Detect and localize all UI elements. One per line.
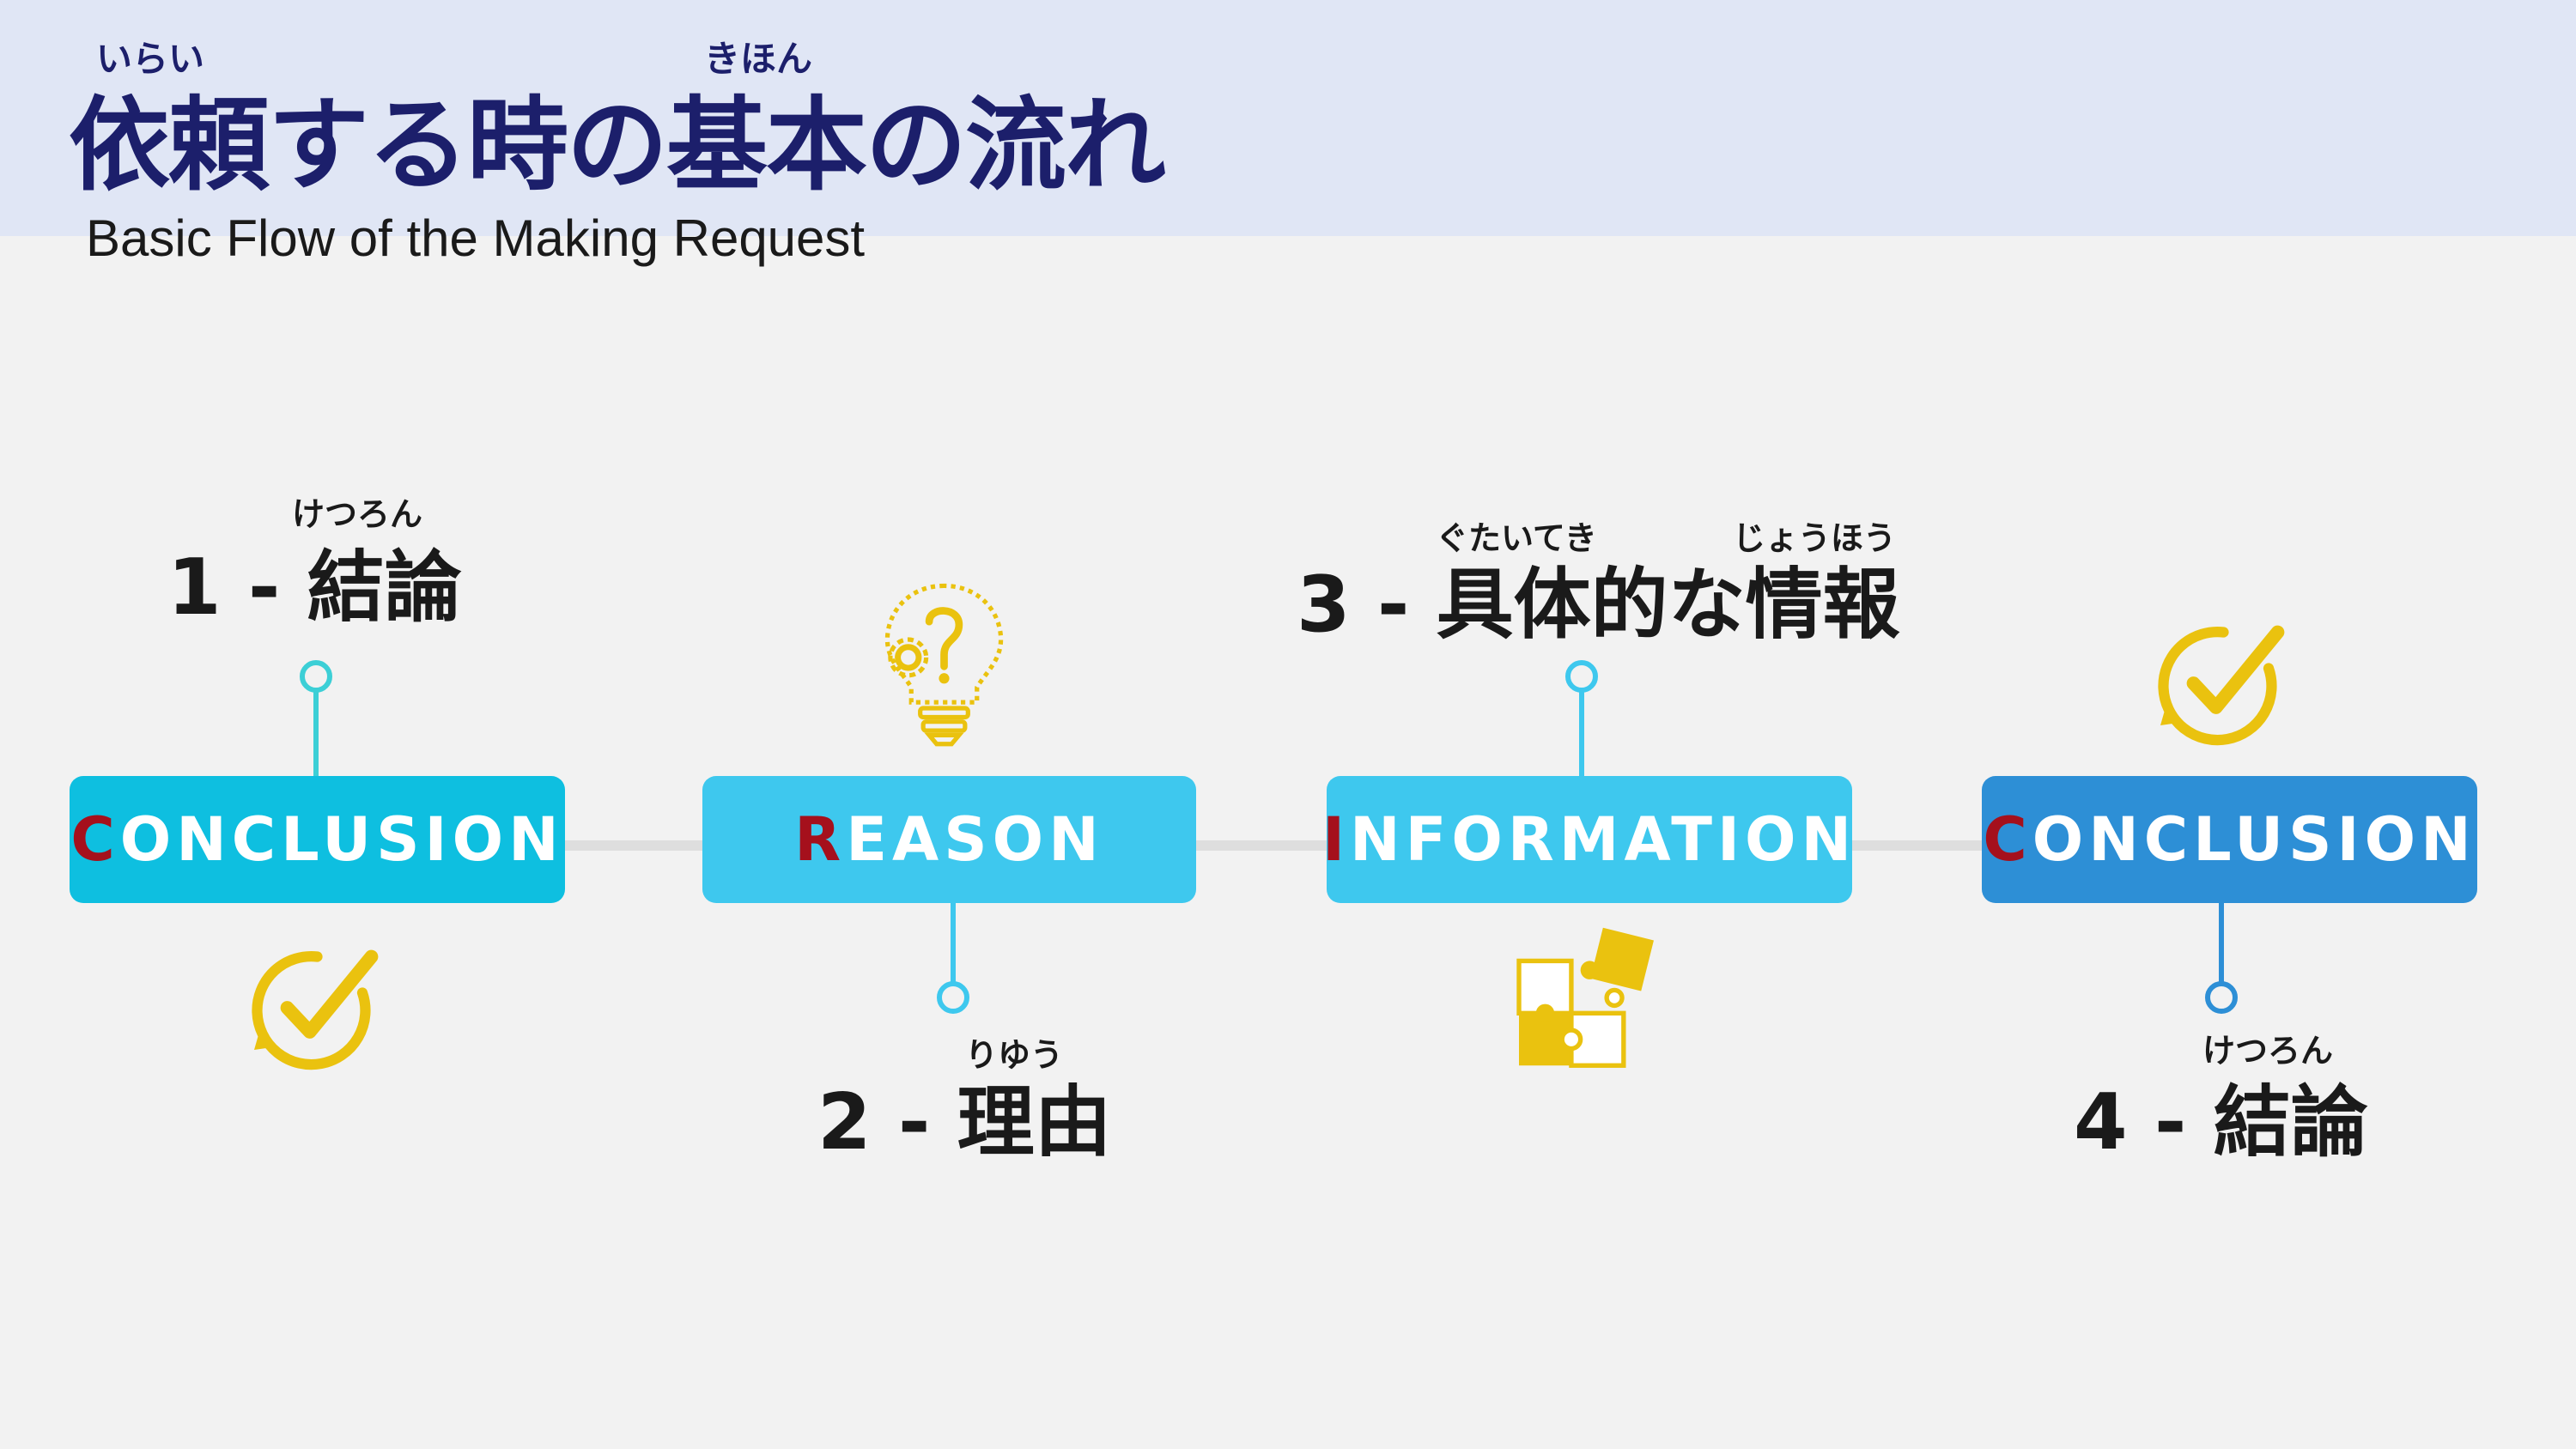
step2-box-text: EASON [846,804,1104,875]
step3-label: 3 - 具体的な情報 [1297,560,1900,650]
step3-box-text: NFORMATION [1349,804,1857,875]
title-ruby-kihon: きほん [704,38,813,80]
step1-box-text: ONCLUSION [119,804,564,875]
step4-ruby: けつろん [2202,1032,2334,1070]
header-band [0,0,2576,236]
lightbulb-question-icon [884,583,1004,747]
title-ruby-irai: いらい [96,38,205,80]
step1-ruby: けつろん [292,495,423,533]
step3-connector [1579,692,1584,778]
step4-box-initial: C [1983,804,2032,875]
step1-box-initial: C [70,804,120,875]
step2-ruby: りゆう [965,1036,1064,1074]
step3-ruby-jouhou: じょうほう [1733,519,1897,557]
step1-label: 1 - 結論 [167,543,462,633]
step4-connector [2219,901,2224,987]
page-title: 依頼する時の基本の流れ [69,86,1166,204]
step1-node [300,660,332,693]
check-cycle-icon [2158,625,2285,746]
step4-box-text: ONCLUSION [2032,804,2476,875]
step2-node [937,981,969,1014]
check-cycle-icon [252,949,379,1070]
step2-box-initial: R [794,804,847,875]
step2-label: 2 - 理由 [817,1077,1112,1167]
step1-connector [313,692,319,778]
step3-node [1565,660,1598,693]
step3-ruby-gutaiteki: ぐたいてき [1436,519,1597,557]
page-subtitle: Basic Flow of the Making Request [86,209,866,267]
step4-label: 4 - 結論 [2074,1077,2368,1167]
step4-node [2205,981,2238,1014]
step3-box-initial: I [1321,804,1350,875]
step2-connector [951,901,956,987]
puzzle-icon [1516,927,1654,1068]
